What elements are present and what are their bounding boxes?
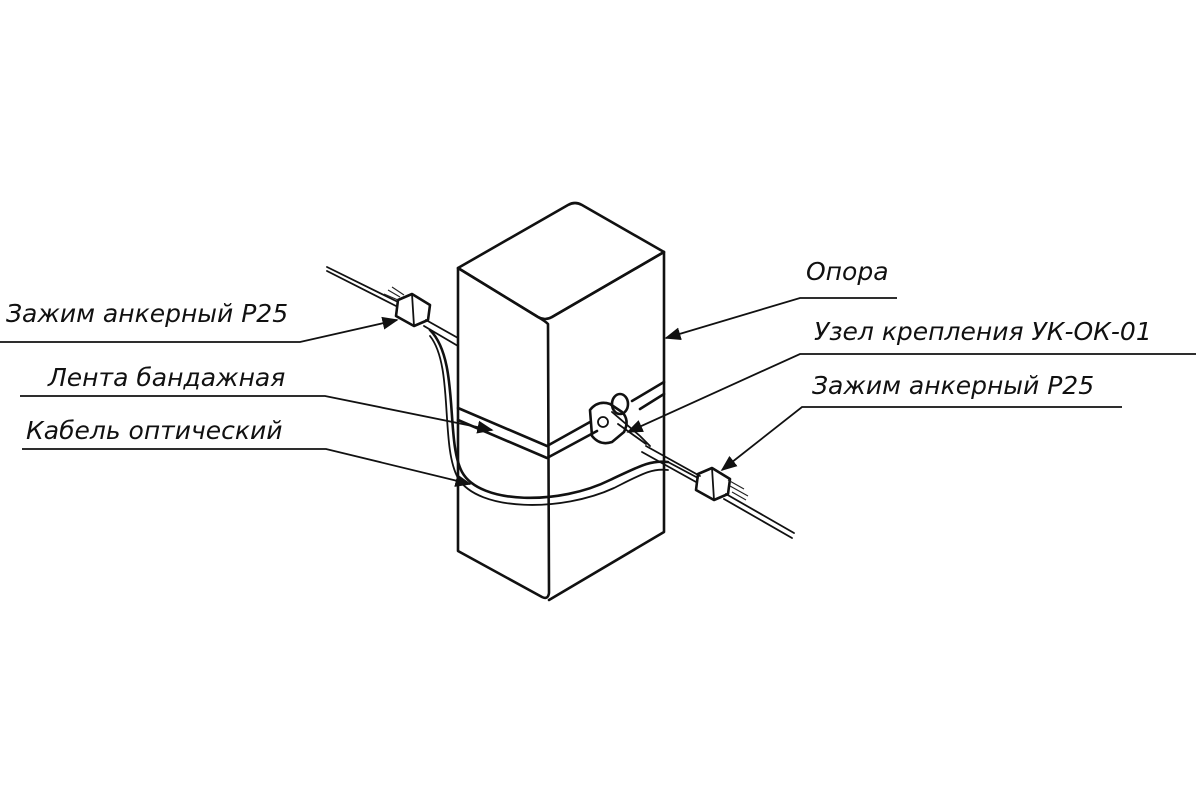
support-pole xyxy=(456,201,666,602)
callout-bandage-tape: Лента бандажная xyxy=(20,363,494,434)
anchor-clamp-right xyxy=(667,461,749,502)
leader-bandage-tape xyxy=(20,395,494,434)
clamp-left-wedge xyxy=(383,286,405,301)
label-bandage-tape: Лента бандажная xyxy=(47,363,285,392)
cable-loop-inner xyxy=(429,335,669,506)
pole-top-face xyxy=(456,201,666,321)
cable-right-out xyxy=(725,493,795,534)
cable-left-in xyxy=(326,266,399,303)
tape-upper-edge xyxy=(456,406,592,448)
node-hook-2 xyxy=(617,423,647,445)
bandage-tape xyxy=(456,380,666,460)
clamp-left-edge xyxy=(411,293,415,327)
callout-mounting-node: Узел крепления УК-ОК-01 xyxy=(626,317,1196,433)
node-hook xyxy=(611,411,651,447)
cable-right-to-clamp xyxy=(645,445,701,477)
pole-right-face xyxy=(547,250,666,602)
tape-right-lower xyxy=(638,392,666,411)
callout-optical-cable: Кабель оптический xyxy=(22,416,472,487)
clamp-right-edge xyxy=(711,467,715,501)
cable-right-to-clamp-2 xyxy=(641,451,697,483)
cable-right-out-2 xyxy=(723,498,793,539)
label-mounting-node: Узел крепления УК-ОК-01 xyxy=(814,317,1152,346)
clamp-right-lead xyxy=(667,461,699,479)
node-body xyxy=(588,401,628,445)
label-support: Опора xyxy=(806,257,889,286)
cable-left-to-pole xyxy=(425,319,459,339)
node-ring xyxy=(610,392,630,416)
clamp-right-wedge xyxy=(727,479,749,501)
callout-anchor-clamp-right: Зажим анкерный Р25 xyxy=(720,371,1122,472)
cable-loop-outer xyxy=(428,328,670,500)
leader-anchor-clamp-left xyxy=(0,316,399,343)
optical-cable xyxy=(326,266,795,539)
anchor-clamp-left xyxy=(383,286,432,328)
label-anchor-clamp-left: Зажим анкерный Р25 xyxy=(6,299,288,328)
leader-support xyxy=(664,297,897,341)
cable-left-in-2 xyxy=(326,270,397,307)
label-anchor-clamp-right: Зажим анкерный Р25 xyxy=(812,371,1094,400)
leader-optical-cable xyxy=(22,448,472,487)
mounting-node xyxy=(588,392,651,447)
node-bolt xyxy=(597,416,609,428)
pole-left-face xyxy=(456,266,551,600)
callout-anchor-clamp-left: Зажим анкерный Р25 xyxy=(0,299,399,343)
leader-anchor-clamp-right xyxy=(720,406,1122,472)
callout-support: Опора xyxy=(664,257,897,341)
label-optical-cable: Кабель оптический xyxy=(26,416,282,445)
tape-right-upper xyxy=(630,380,666,403)
leader-mounting-node xyxy=(626,353,1196,433)
